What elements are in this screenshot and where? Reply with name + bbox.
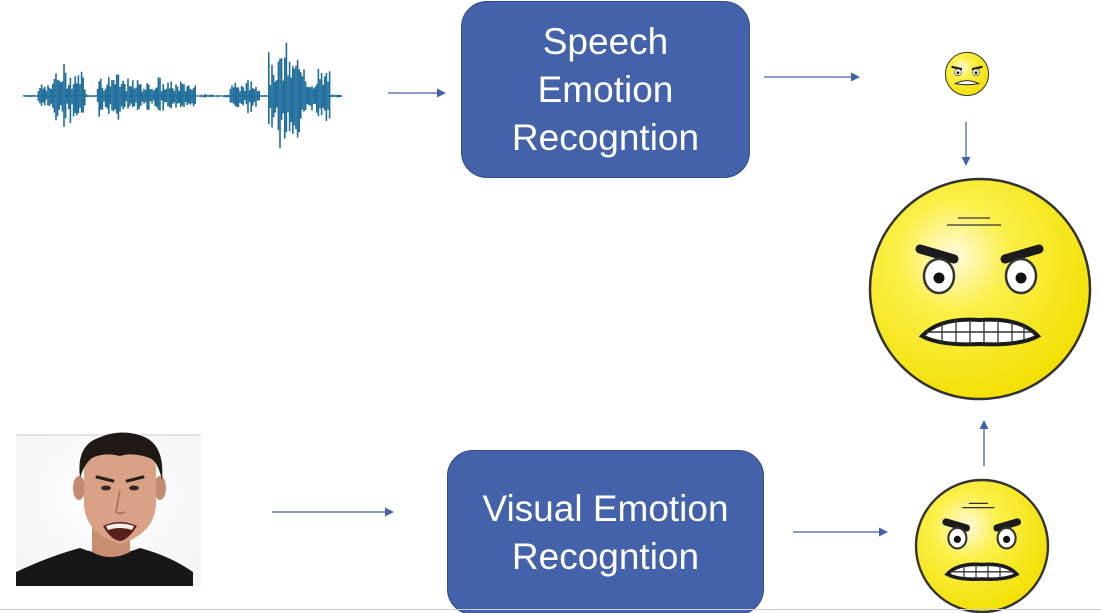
fused-angry-emoji-icon <box>868 177 1092 401</box>
visual-box-label: Visual Emotion Recogntion <box>482 487 729 577</box>
visual-angry-emoji-icon <box>914 478 1050 613</box>
slide-bottom-border <box>0 609 1101 610</box>
visual-emotion-recognition-box: Visual Emotion Recogntion <box>447 450 764 613</box>
speech-box-label: Speech Emotion Recogntion <box>511 20 700 158</box>
speech-emotion-recognition-box: Speech Emotion Recogntion <box>461 1 750 178</box>
speech-waveform-icon <box>23 42 342 149</box>
face-photo <box>16 432 201 586</box>
speech-angry-emoji-icon <box>944 51 990 97</box>
